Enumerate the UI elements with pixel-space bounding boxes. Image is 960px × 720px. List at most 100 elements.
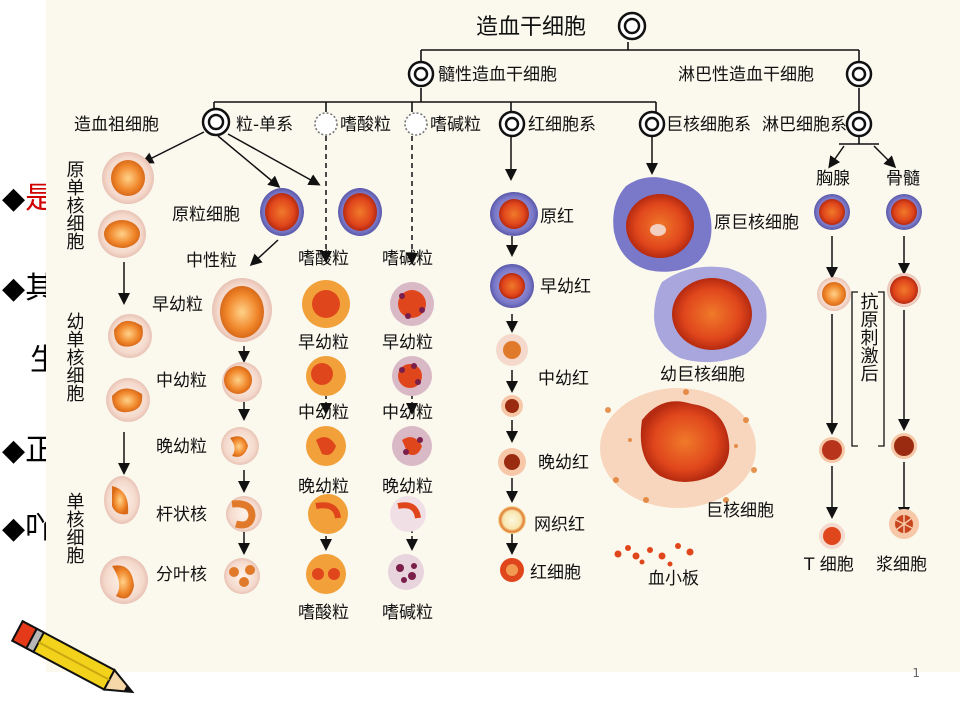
monocyte-cell-2	[100, 556, 148, 604]
t-cell-label: T 细胞	[803, 555, 854, 575]
reticulocyte-cell	[498, 506, 526, 534]
promonocyte-cell-1	[102, 152, 154, 204]
polychromatic-erythroblast-cell	[496, 334, 528, 366]
neutrophil-metamyelocyte-cell	[221, 427, 259, 465]
lymphoid-stem-label: 淋巴性造血干细胞	[678, 65, 814, 85]
title-label: 造血干细胞	[476, 15, 586, 40]
eosinophil-stage-label: 嗜酸粒	[298, 603, 349, 623]
basophil-metamyelocyte-cell	[392, 426, 432, 466]
promonocyte-cell-2	[98, 210, 146, 258]
marrow-lymphocyte-cell	[891, 433, 917, 459]
immature-monocyte-label: 幼单核细胞	[64, 312, 85, 403]
eosinophil-band-cell	[308, 494, 348, 534]
basophil-myelocyte-cell	[392, 356, 432, 396]
promonocyte-label: 原单核细胞	[64, 160, 85, 251]
tree-lines	[213, 42, 879, 145]
granulo-mono-label: 粒-单系	[236, 115, 293, 135]
promyelocyte-label: 早幼粒	[152, 295, 203, 315]
thymus-label: 胸腺	[816, 169, 850, 189]
promegakaryocyte-cell	[654, 266, 767, 363]
neutrophil-myelocyte-cell	[222, 362, 262, 402]
basophil-stage-label: 嗜碱粒	[382, 603, 433, 623]
eosinophil-head-label: 嗜酸粒	[298, 249, 349, 269]
basophil-stage-label: 晚幼粒	[382, 477, 433, 497]
lymphoid-lineage-label: 淋巴细胞系	[762, 115, 847, 135]
eosinophil-stage-label: 晚幼粒	[298, 477, 349, 497]
neutrophil-label: 中性粒	[186, 251, 237, 271]
progenitor-label: 造血祖细胞	[74, 115, 159, 135]
myeloid-stem-icon	[407, 60, 435, 88]
platelets-label: 血小板	[648, 569, 699, 589]
erythroid-stage-label: 网织红	[534, 515, 585, 535]
erythrocyte-cell	[500, 558, 524, 582]
megakaryoblast-label: 原巨核细胞	[714, 213, 799, 233]
orthochromatic-erythroblast-cell-2	[498, 448, 526, 476]
erythroid-stage-label: 晚幼红	[538, 453, 589, 473]
progenitor-icon	[201, 107, 231, 137]
arrows	[118, 131, 910, 555]
band-label: 杆状核	[156, 505, 207, 525]
basophil-stage-label: 中幼粒	[382, 403, 433, 423]
thymus-lymphocyte-cell	[819, 437, 845, 463]
basophil-stage-label: 早幼粒	[382, 333, 433, 353]
plasma-cell	[889, 509, 919, 539]
basophil-lineage-label: 嗜碱粒	[430, 115, 481, 135]
eosinophil-metamyelocyte-cell	[306, 426, 346, 466]
proerythroblast-cell	[490, 192, 538, 236]
basophil-band-cell	[390, 496, 426, 532]
erythroid-lineage-label: 红细胞系	[528, 115, 596, 135]
myeloblast-label: 原粒细胞	[172, 205, 240, 225]
lymphoid-lineage-icon	[845, 110, 873, 138]
megakaryocyte-lineage-label: 巨核细胞系	[666, 115, 751, 135]
immature-monocyte-cell-1	[108, 314, 152, 358]
megakaryocyte-cell	[600, 388, 757, 508]
monocyte-label: 单核细胞	[64, 492, 85, 565]
basophil-mature-cell	[388, 554, 424, 590]
neutrophil-promyelocyte-cell	[212, 278, 272, 342]
megakaryocyte-lineage-icon	[638, 110, 666, 138]
basophilic-erythroblast-cell	[490, 264, 534, 308]
myeloid-stem-label: 髓性造血干细胞	[438, 65, 557, 85]
erythroid-stage-label: 原红	[540, 207, 574, 227]
eosinophil-myeloblast-cell	[338, 188, 382, 236]
monocyte-cell-1	[104, 476, 140, 524]
cells	[98, 152, 922, 604]
thymus-lymphoblast-cell	[814, 194, 850, 230]
erythroid-stage-label: 中幼红	[538, 369, 589, 389]
thymus-prolymphocyte-cell	[817, 277, 851, 311]
marrow-lymphoblast-cell	[886, 194, 922, 230]
orthochromatic-erythroblast-cell-1	[501, 395, 523, 417]
hematopoiesis-diagram: 造血干细胞 髓性造血干细胞 淋巴性造血干细胞 造血祖细胞 粒-单系 嗜酸粒 嗜碱…	[46, 0, 960, 672]
plasma-cell-label: 浆细胞	[876, 555, 927, 575]
erythroid-stage-label: 早幼红	[540, 277, 591, 297]
eosinophil-stage-label: 早幼粒	[298, 333, 349, 353]
erythroid-stage-label: 红细胞	[530, 563, 581, 583]
eosinophil-lineage-label: 嗜酸粒	[340, 115, 391, 135]
lymphoid-stem-icon	[845, 60, 873, 88]
megakaryocyte-label: 巨核细胞	[706, 501, 774, 521]
eosinophil-lineage-icon	[314, 112, 338, 136]
t-cell	[819, 523, 845, 549]
stem-cell-symbols	[201, 11, 873, 138]
eosinophil-stage-label: 中幼粒	[298, 403, 349, 423]
promegakaryocyte-label: 幼巨核细胞	[660, 365, 745, 385]
antigen-stimulation-label: 抗原刺激后	[858, 292, 879, 382]
basophil-lineage-icon	[404, 112, 428, 136]
pencil-icon	[10, 619, 135, 694]
diagram-canvas: 造血干细胞 髓性造血干细胞 淋巴性造血干细胞 造血祖细胞 粒-单系 嗜酸粒 嗜碱…	[64, 11, 927, 623]
eosinophil-myelocyte-cell	[306, 356, 346, 396]
myeloblast-cell	[260, 188, 304, 236]
stem-cell-icon	[617, 11, 647, 41]
immature-monocyte-cell-2	[106, 378, 150, 422]
metamyelocyte-label: 晚幼粒	[156, 437, 207, 457]
bone-marrow-label: 骨髓	[886, 169, 920, 189]
marrow-prolymphocyte-cell	[887, 273, 921, 307]
megakaryoblast-cell	[613, 177, 712, 272]
platelet-cluster	[614, 543, 694, 567]
eosinophil-mature-cell	[306, 554, 346, 594]
neutrophil-segmented-cell	[224, 558, 260, 594]
erythroid-lineage-icon	[498, 110, 526, 138]
myelocyte-label: 中幼粒	[156, 371, 207, 391]
basophil-head-label: 嗜碱粒	[382, 249, 433, 269]
